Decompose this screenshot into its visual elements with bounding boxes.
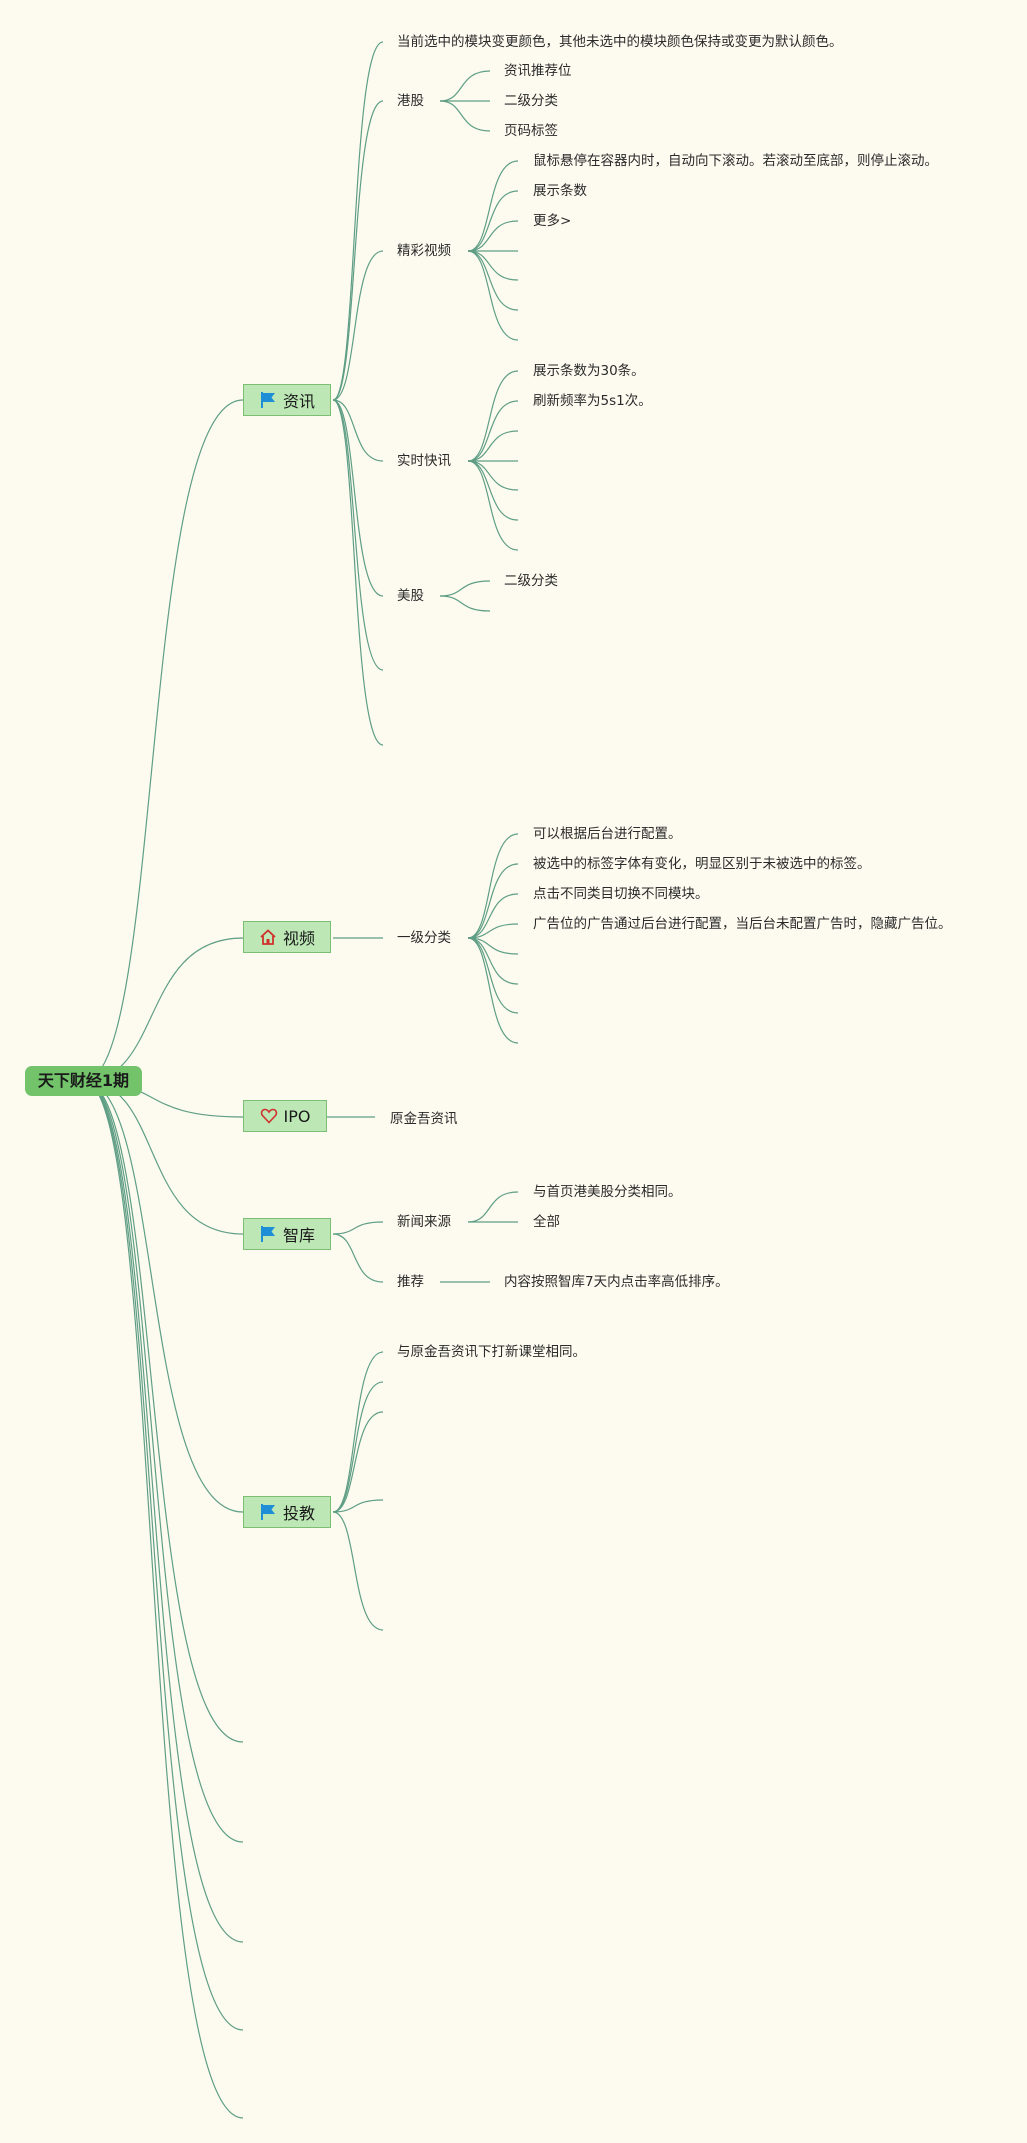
connector-line <box>332 399 384 462</box>
topic-label: 资讯 <box>282 392 315 411</box>
connector-line <box>332 399 384 746</box>
connector-line <box>83 399 244 1082</box>
ganggu-item: 页码标签 <box>504 123 558 139</box>
yiji-item: 可以根据后台进行配置。 <box>533 826 682 842</box>
subtopic-shishi[interactable]: 实时快讯 <box>397 453 451 469</box>
connector-line <box>467 250 519 281</box>
zixun-note: 当前选中的模块变更颜色，其他未选中的模块颜色保持或变更为默认颜色。 <box>397 34 843 50</box>
connector-line <box>332 1411 384 1513</box>
connector-line <box>467 863 519 939</box>
flag-icon <box>259 1503 277 1521</box>
connector-line <box>83 937 244 1082</box>
connector-line <box>439 70 491 102</box>
yiji-item: 广告位的广告通过后台进行配置，当后台未配置广告时，隐藏广告位。 <box>533 916 952 932</box>
connector-line <box>439 595 491 612</box>
connector-line <box>83 1080 244 2031</box>
topic-label: 投教 <box>282 1504 315 1523</box>
connector-line <box>467 833 519 939</box>
connector-line <box>83 1080 244 1513</box>
jingcai-item: 鼠标悬停在容器内时，自动向下滚动。若滚动至底部，则停止滚动。 <box>533 153 938 169</box>
connector-line <box>467 250 519 311</box>
yiji-item: 被选中的标签字体有变化，明显区别于未被选中的标签。 <box>533 856 871 872</box>
flag-icon <box>259 391 277 409</box>
topic-ipo[interactable]: IPO <box>243 1100 327 1132</box>
connector-line <box>439 580 491 597</box>
connector-line <box>83 1080 244 1943</box>
connector-line <box>467 160 519 252</box>
subtopic-jingcai[interactable]: 精彩视频 <box>397 243 451 259</box>
home-icon <box>259 928 277 946</box>
connector-line <box>332 100 384 401</box>
connector-line <box>467 460 519 551</box>
connector-line <box>439 100 491 132</box>
connector-line <box>83 1080 244 1843</box>
connector-line <box>332 1351 384 1513</box>
subtopic-yiji[interactable]: 一级分类 <box>397 930 451 946</box>
shishi-item: 展示条数为30条。 <box>533 363 645 379</box>
connector-line <box>83 1080 244 2119</box>
connector-line <box>332 399 384 597</box>
subtopic-meigu[interactable]: 美股 <box>397 588 424 604</box>
connector-line <box>467 893 519 939</box>
jingcai-item: 展示条数 <box>533 183 587 199</box>
connector-line <box>467 400 519 462</box>
subtopic-ganggu[interactable]: 港股 <box>397 93 424 109</box>
topic-label: IPO <box>283 1106 311 1126</box>
topic-zhiku[interactable]: 智库 <box>243 1218 331 1250</box>
connector-line <box>467 220 519 252</box>
connector-line <box>332 1233 384 1283</box>
connector-line <box>467 460 519 521</box>
connector-line <box>467 937 519 985</box>
ganggu-item: 二级分类 <box>504 93 558 109</box>
connector-line <box>332 1381 384 1513</box>
ipo-item: 原金吾资讯 <box>390 1111 458 1127</box>
connector-line <box>332 1221 384 1235</box>
subtopic-tuijian[interactable]: 推荐 <box>397 1274 424 1290</box>
meigu-item: 二级分类 <box>504 573 558 589</box>
shishi-item: 刷新频率为5s1次。 <box>533 393 652 409</box>
flag-icon <box>259 1225 277 1243</box>
topic-toujiao[interactable]: 投教 <box>243 1496 331 1528</box>
connector-line <box>332 1499 384 1513</box>
connector-line <box>467 923 519 939</box>
connector-line <box>467 1191 519 1223</box>
connector-line <box>332 399 384 671</box>
tuijian-item: 内容按照智库7天内点击率高低排序。 <box>504 1274 729 1290</box>
connector-line <box>467 430 519 462</box>
connector-line <box>467 937 519 1044</box>
jingcai-item: 更多> <box>533 213 572 229</box>
topic-shipin[interactable]: 视频 <box>243 921 331 953</box>
topic-label: 视频 <box>282 929 315 948</box>
root-topic[interactable]: 天下财经1期 <box>25 1066 142 1096</box>
connector-line <box>467 250 519 341</box>
connector-line <box>332 250 384 401</box>
topic-label: 智库 <box>282 1226 315 1245</box>
topic-zixun[interactable]: 资讯 <box>243 384 331 416</box>
connector-line <box>467 190 519 252</box>
yiji-item: 点击不同类目切换不同模块。 <box>533 886 709 902</box>
heart-icon <box>260 1107 278 1125</box>
connector-line <box>467 460 519 491</box>
connector-line <box>467 370 519 462</box>
connector-line <box>83 1080 244 1743</box>
connector-line <box>332 41 384 401</box>
toujiao-note: 与原金吾资讯下打新课堂相同。 <box>397 1344 586 1360</box>
ganggu-item: 资讯推荐位 <box>504 63 572 79</box>
xinwen-item: 全部 <box>533 1214 560 1230</box>
subtopic-xinwen[interactable]: 新闻来源 <box>397 1214 451 1230</box>
xinwen-item: 与首页港美股分类相同。 <box>533 1184 682 1200</box>
connector-line <box>332 1511 384 1631</box>
